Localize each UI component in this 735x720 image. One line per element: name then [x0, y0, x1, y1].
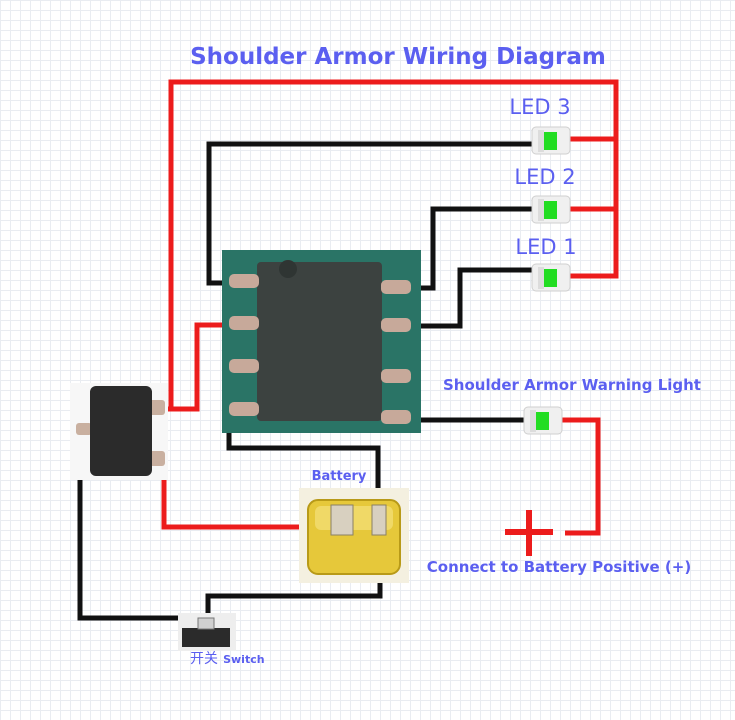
led2 [531, 195, 571, 224]
red-wire-chip-pin2 [158, 322, 238, 412]
led2-label: LED 2 [514, 165, 575, 189]
diagram-title: Shoulder Armor Wiring Diagram [190, 44, 606, 70]
black-wire-led1 [410, 267, 534, 329]
switch-label: 开关 Switch [190, 648, 265, 667]
switch-label-english: Switch [223, 653, 264, 666]
black-wire-led2 [410, 206, 534, 291]
battery [299, 488, 409, 583]
positive-connection-note: Connect to Battery Positive (+) [427, 558, 691, 576]
led3 [531, 126, 571, 155]
black-wire-regulator-switch [77, 430, 194, 621]
led3-label: LED 3 [509, 95, 570, 119]
led1 [531, 263, 571, 292]
switch-label-chinese: 开关 [190, 651, 218, 667]
power-switch [178, 613, 236, 651]
regulator-chip [70, 383, 168, 480]
led1-label: LED 1 [515, 235, 576, 259]
battery-label: Battery [312, 469, 367, 484]
warning-light-label: Shoulder Armor Warning Light [443, 376, 701, 394]
red-wire-warning-light [559, 417, 601, 536]
positive-plus-symbol [505, 510, 553, 556]
warning-led [523, 406, 563, 435]
ic-chip [222, 250, 421, 433]
